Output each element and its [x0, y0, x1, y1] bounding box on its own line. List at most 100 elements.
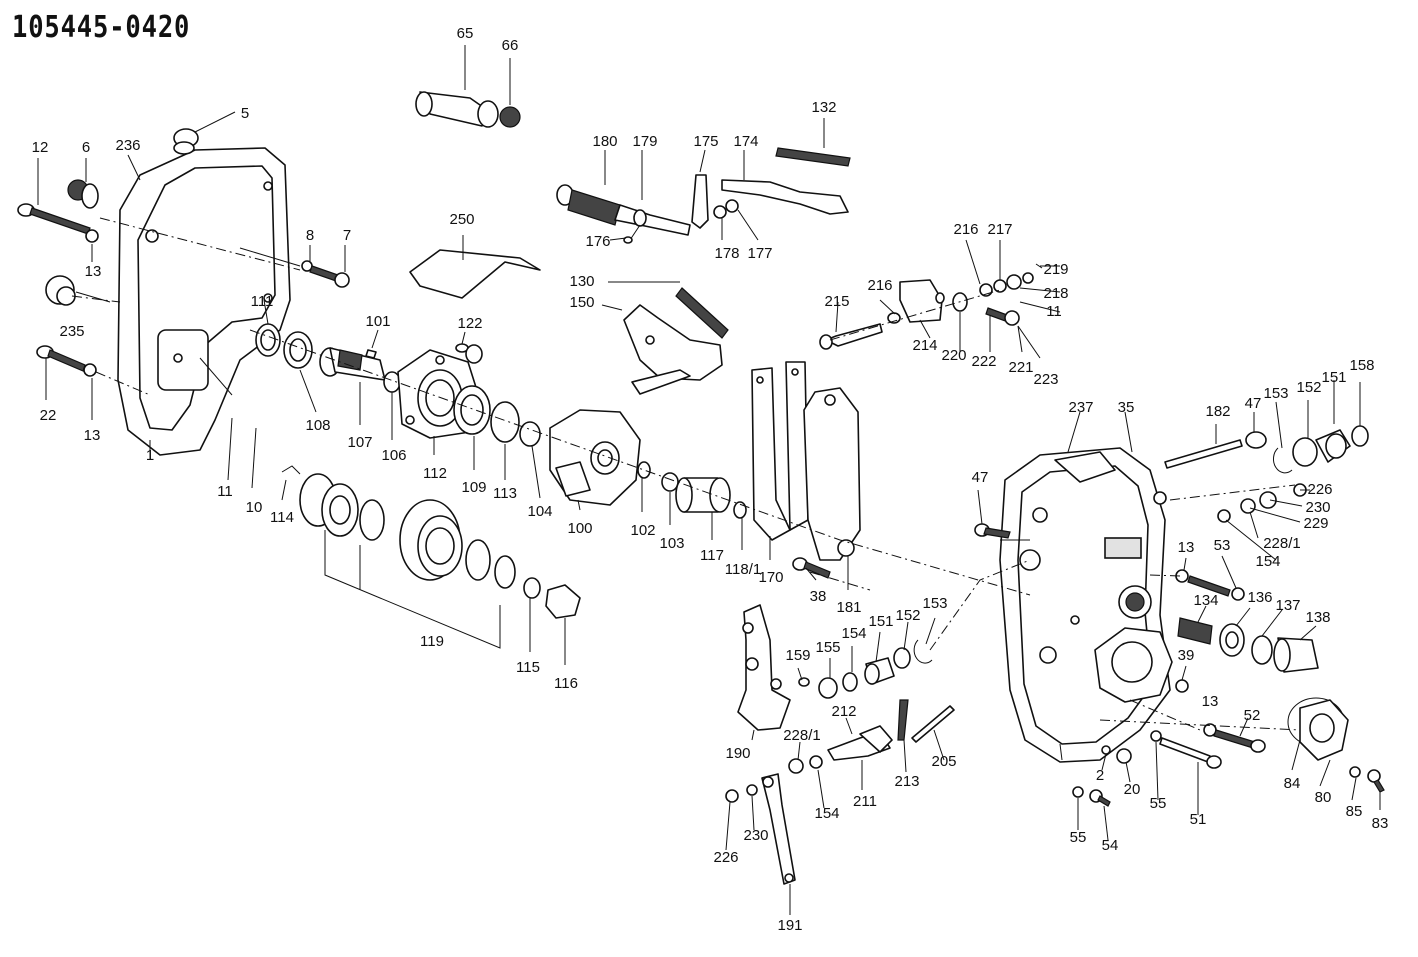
callout-label: 215	[824, 293, 849, 310]
callout-label: 100	[567, 520, 592, 537]
callout-label: 182	[1205, 403, 1230, 420]
callout-label: 66	[502, 37, 519, 54]
callout-label: 115	[516, 659, 540, 676]
callout-label: 151	[868, 613, 893, 630]
callout-label: 230	[1305, 499, 1330, 516]
callout-label: 191	[777, 917, 802, 934]
callout-label: 154	[1255, 553, 1280, 570]
lever-191	[725, 773, 796, 885]
spring-130	[675, 287, 729, 339]
callout-label: 158	[1349, 357, 1374, 374]
callout-label: 250	[449, 211, 474, 228]
callout-label: 190	[725, 745, 750, 762]
callout-label: 178	[714, 245, 739, 262]
callout-label: 230	[743, 827, 768, 844]
callout-label: 83	[1372, 815, 1389, 832]
callout-label: 153	[922, 595, 947, 612]
callout-label: 107	[347, 434, 372, 451]
callout-label: 220	[941, 347, 966, 364]
callout-label: 236	[115, 137, 140, 154]
callout-label: 2	[1096, 767, 1104, 784]
callout-label: 8	[306, 227, 314, 244]
callout-label: 219	[1043, 261, 1068, 278]
key-101	[365, 349, 377, 359]
bolt-7	[301, 260, 350, 288]
bracket-175-lever-174	[691, 174, 849, 229]
callout-label: 150	[569, 294, 594, 311]
callout-label: 176	[585, 233, 610, 250]
callout-label: 175	[693, 133, 718, 150]
callout-label: 55	[1070, 829, 1087, 846]
seal-stack-151-155	[798, 639, 933, 699]
callout-label: 221	[1008, 359, 1033, 376]
callout-label: 12	[32, 139, 49, 156]
callout-label: 118/1	[725, 561, 761, 578]
callout-label: 174	[733, 133, 758, 150]
callout-label: 205	[931, 753, 956, 770]
linkage-190	[737, 604, 791, 731]
callout-label: 55	[1150, 795, 1167, 812]
callout-label: 13	[1202, 693, 1219, 710]
lever-170-181	[751, 361, 861, 561]
shaft-180-179	[556, 184, 691, 244]
flange-112	[397, 349, 481, 439]
callout-label: 179	[632, 133, 657, 150]
callout-label: 130	[569, 273, 594, 290]
gear-group-119	[281, 465, 581, 649]
callout-label: 47	[972, 469, 989, 486]
callout-label: 180	[592, 133, 617, 150]
callout-label: 155	[815, 639, 840, 656]
callout-label: 181	[836, 599, 861, 616]
callout-label: 20	[1124, 781, 1141, 798]
callout-label: 84	[1284, 775, 1301, 792]
callout-label: 119	[420, 633, 444, 650]
callout-label: 152	[895, 607, 920, 624]
callout-label: 102	[630, 522, 655, 539]
leader-lines	[37, 45, 1381, 915]
bolt-53-group	[1175, 569, 1319, 693]
callout-label: 114	[270, 509, 294, 526]
callout-label: 113	[493, 485, 517, 502]
callout-label: 153	[1263, 385, 1288, 402]
callout-label: 52	[1244, 707, 1261, 724]
callout-label: 13	[1178, 539, 1195, 556]
part-number-title: 105445-0420	[12, 10, 191, 45]
callout-label: 39	[1178, 647, 1195, 664]
washer-stack-226-230-229	[1217, 483, 1307, 523]
callout-label: 132	[811, 99, 836, 116]
callout-label: 112	[423, 465, 447, 482]
callout-label: 216	[953, 221, 978, 238]
bolt-12	[17, 203, 99, 243]
callout-label: 211	[853, 793, 877, 810]
callout-label: 53	[1214, 537, 1231, 554]
callout-label: 237	[1068, 399, 1093, 416]
callout-label: 108	[305, 417, 330, 434]
bolt-22	[36, 345, 97, 377]
callout-label: 218	[1043, 285, 1068, 302]
top-sleeve-and-nut	[415, 91, 521, 128]
callout-label: 11	[1046, 303, 1062, 320]
callout-label: 177	[747, 245, 772, 262]
spring-132	[775, 147, 851, 167]
callout-label: 228/1	[783, 727, 821, 744]
callout-label: 104	[527, 503, 552, 520]
bolt-38	[792, 557, 831, 579]
callout-label: 6	[82, 139, 90, 156]
callout-label: 214	[912, 337, 937, 354]
callout-label: 223	[1033, 371, 1058, 388]
bearings-111-108	[255, 323, 341, 377]
lever-150	[623, 304, 723, 395]
callout-label: 51	[1190, 811, 1207, 828]
callout-label: 116	[554, 675, 578, 692]
callout-label: 13	[84, 427, 101, 444]
callout-label: 213	[894, 773, 919, 790]
callout-label: 226	[713, 849, 738, 866]
callout-label: 106	[381, 447, 406, 464]
callout-label: 101	[365, 313, 390, 330]
shaft-107	[329, 347, 401, 393]
callout-label: 216	[867, 277, 892, 294]
stop-block-214-group	[819, 263, 1043, 350]
